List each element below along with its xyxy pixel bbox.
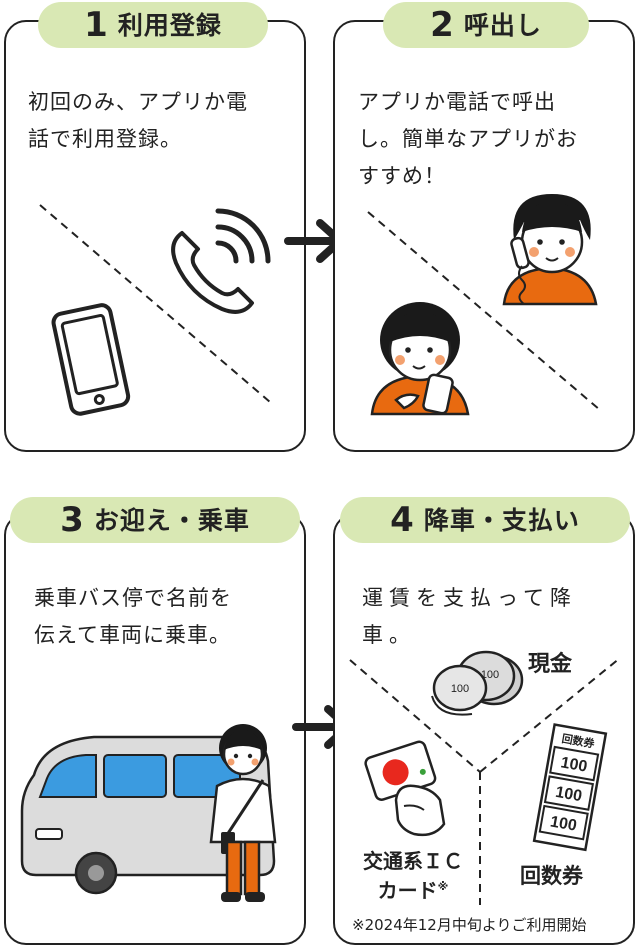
step-2-number: 2 [430,5,454,45]
step-1-title: 利用登録 [117,10,222,40]
step-4-title: 降車・支払い [423,505,580,535]
step-2-text-line: し。簡単なアプリがお [358,127,578,151]
coin-value: 100 [451,683,469,695]
person-with-smartphone-illustration [370,302,470,416]
ticket-value: 100 [549,813,578,834]
step-4-tag: 4 降車・支払い [340,497,630,543]
ticket-value: 100 [559,754,588,775]
cash-label: 現金 [528,652,573,677]
coupon-ticket-label: 回数券 [520,864,583,888]
step-2-panel [333,20,635,452]
coin-value: 100 [481,669,499,681]
step-3-text-line: 乗車バス停で名前を [34,586,232,610]
ic-card-label-line: カード※ [350,874,476,904]
step-4-number: 4 [390,500,414,540]
step-1-text: 初回のみ、アプリか電 話で利用登録。 [28,84,298,158]
footnote: ※2024年12月中旬よりご利用開始 [352,916,587,934]
phone-icon [171,208,271,314]
step-3-tag: 3 お迎え・乗車 [10,497,300,543]
step-2-tag: 2 呼出し [383,2,589,48]
ic-card-label: 交通系ＩＣ カード※ [350,848,476,904]
ic-card-icon [364,740,446,837]
step-3-number: 3 [60,500,84,540]
step-2-text-line: すすめ！ [358,164,446,188]
step-4-text: 運賃を支払って降 車。 [362,580,622,654]
step-2-text: アプリか電話で呼出 し。簡単なアプリがお すすめ！ [358,84,628,195]
step-3-title: お迎え・乗車 [93,505,250,535]
step-1-text-line: 初回のみ、アプリか電 [28,90,248,114]
step-2-text-line: アプリか電話で呼出 [358,90,556,114]
coupon-ticket-icon: 回数券 100 100 100 [532,723,608,852]
step-3-text: 乗車バス停で名前を 伝えて車両に乗車。 [34,580,304,654]
step-3-text-line: 伝えて車両に乗車。 [34,623,231,647]
ic-card-label-text: カード [377,878,438,903]
step-1-panel [4,20,306,452]
ticket-value: 100 [554,784,583,805]
coins-icon: 100 100 [431,650,524,716]
step-4-text-line: 運賃を支払って降 [362,586,577,610]
step-1-text-line: 話で利用登録。 [28,127,182,151]
standing-person-illustration [209,724,277,902]
ic-card-note-mark: ※ [437,880,449,893]
step-2-title: 呼出し [463,10,542,40]
person-on-phone-illustration [502,194,598,306]
step-1-number: 1 [84,5,108,45]
ic-card-label-line: 交通系ＩＣ [363,849,463,873]
step-1-tag: 1 利用登録 [38,2,268,48]
smartphone-icon [51,303,131,416]
step-4-text-line: 車。 [362,623,416,647]
